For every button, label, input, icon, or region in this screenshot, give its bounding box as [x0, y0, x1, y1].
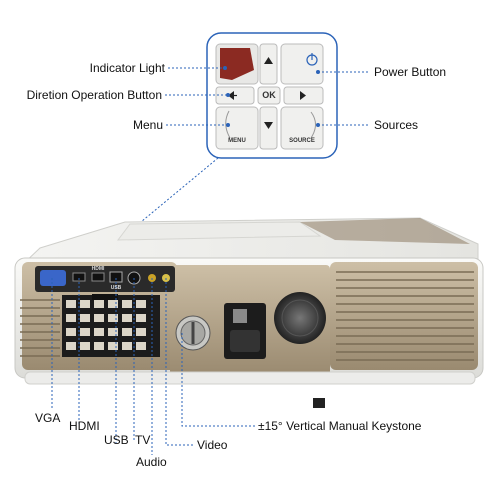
right-vents — [336, 271, 474, 361]
indicator-light-icon — [220, 48, 254, 80]
tv-label: TV — [135, 433, 151, 447]
rear-panel-right — [330, 262, 478, 370]
video-label: Video — [197, 438, 228, 452]
arrow-right-icon — [300, 91, 306, 100]
audio-label: Audio — [136, 455, 167, 469]
ok-key-label: OK — [262, 90, 276, 100]
arrow-left-icon — [228, 91, 234, 100]
hdmi-port-2 — [91, 272, 105, 282]
left-vents — [20, 299, 60, 357]
vga-label: VGA — [35, 411, 61, 425]
menu-label: Menu — [132, 118, 163, 132]
usb-label: USB — [104, 433, 129, 447]
vga-port — [40, 270, 66, 286]
port-strip — [35, 266, 175, 292]
keystone-label: ±15° Vertical Manual Keystone — [258, 419, 422, 433]
usb-port-label: USB — [110, 285, 122, 291]
hdmi-label: HDMI — [69, 419, 100, 433]
source-key-label: SOURCE — [289, 138, 315, 144]
arrow-down-icon — [264, 122, 273, 129]
power-key — [280, 43, 324, 85]
hdmi-port — [72, 272, 86, 282]
usb-port — [109, 271, 123, 283]
hdmi-port-label: HDMI — [91, 266, 105, 272]
ok-key — [257, 86, 281, 105]
arrow-up-icon — [264, 57, 273, 64]
direction-button-label: Diretion Operation Button — [26, 88, 162, 102]
foot — [313, 398, 325, 408]
sources-label: Sources — [374, 118, 419, 132]
power-button-label: Power Button — [374, 65, 447, 79]
indicator-light-label: Indicator Light — [89, 61, 165, 75]
menu-key-label: MENU — [228, 138, 246, 144]
source-key — [280, 106, 324, 150]
callout-lines — [111, 67, 370, 247]
